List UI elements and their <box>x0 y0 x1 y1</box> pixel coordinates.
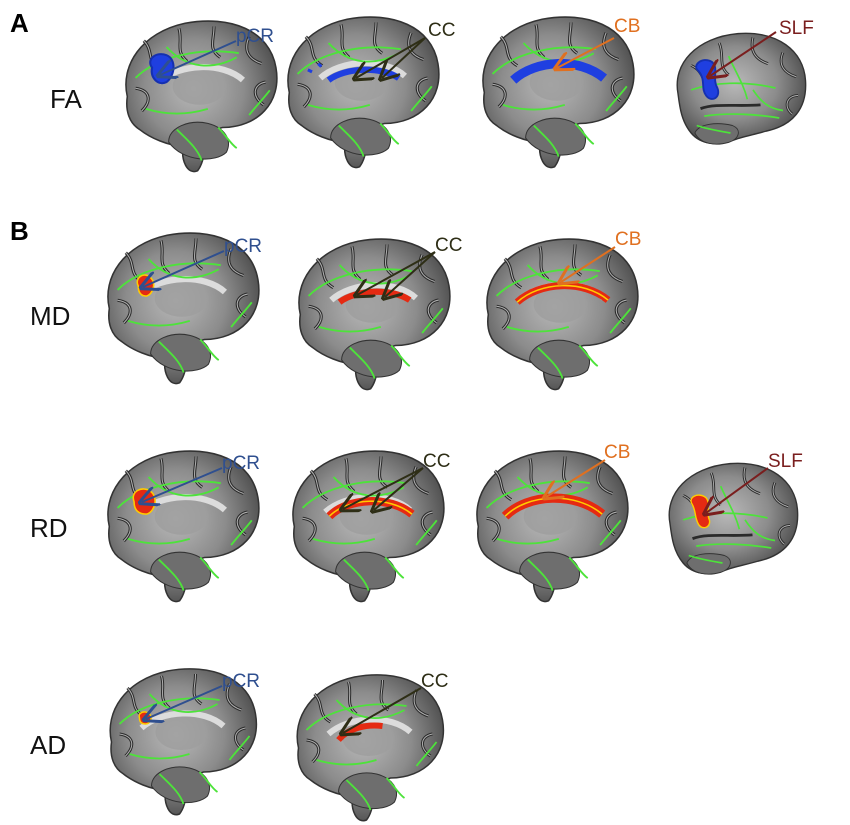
panel-letter-b: B <box>10 216 29 246</box>
brain-rd-4 <box>667 461 800 576</box>
row-label-md: MD <box>30 301 71 331</box>
row-label-ad: AD <box>30 730 67 760</box>
label-cb-rd: CB <box>604 442 631 463</box>
panel-letter-a: A <box>10 8 29 38</box>
diff-cluster <box>132 488 156 515</box>
label-pcr-fa: pCR <box>236 26 275 47</box>
label-pcr-md: pCR <box>224 236 263 257</box>
brain-md-2 <box>283 234 458 394</box>
label-slf-fa: SLF <box>779 18 814 39</box>
label-cc-ad: CC <box>421 671 449 692</box>
label-cb-fa: CB <box>614 16 641 37</box>
diff-cluster <box>138 711 152 725</box>
brain-ad-2 <box>279 670 454 825</box>
diff-cluster <box>136 274 155 297</box>
label-slf-rd: SLF <box>768 451 803 472</box>
brain-rd-3 <box>461 446 636 606</box>
brain-fa-4 <box>675 31 808 146</box>
fa-cluster <box>149 53 175 85</box>
label-cc-fa: CC <box>428 20 456 41</box>
brain-fa-2 <box>272 12 447 172</box>
label-cc-md: CC <box>435 235 463 256</box>
label-pcr-rd: pCR <box>222 453 261 474</box>
label-cc-rd: CC <box>423 451 451 472</box>
brain-md-3 <box>471 234 646 394</box>
row-label-rd: RD <box>30 513 68 543</box>
label-cb-md: CB <box>615 229 642 250</box>
row-label-fa: FA <box>50 84 82 114</box>
label-pcr-ad: pCR <box>222 671 261 692</box>
